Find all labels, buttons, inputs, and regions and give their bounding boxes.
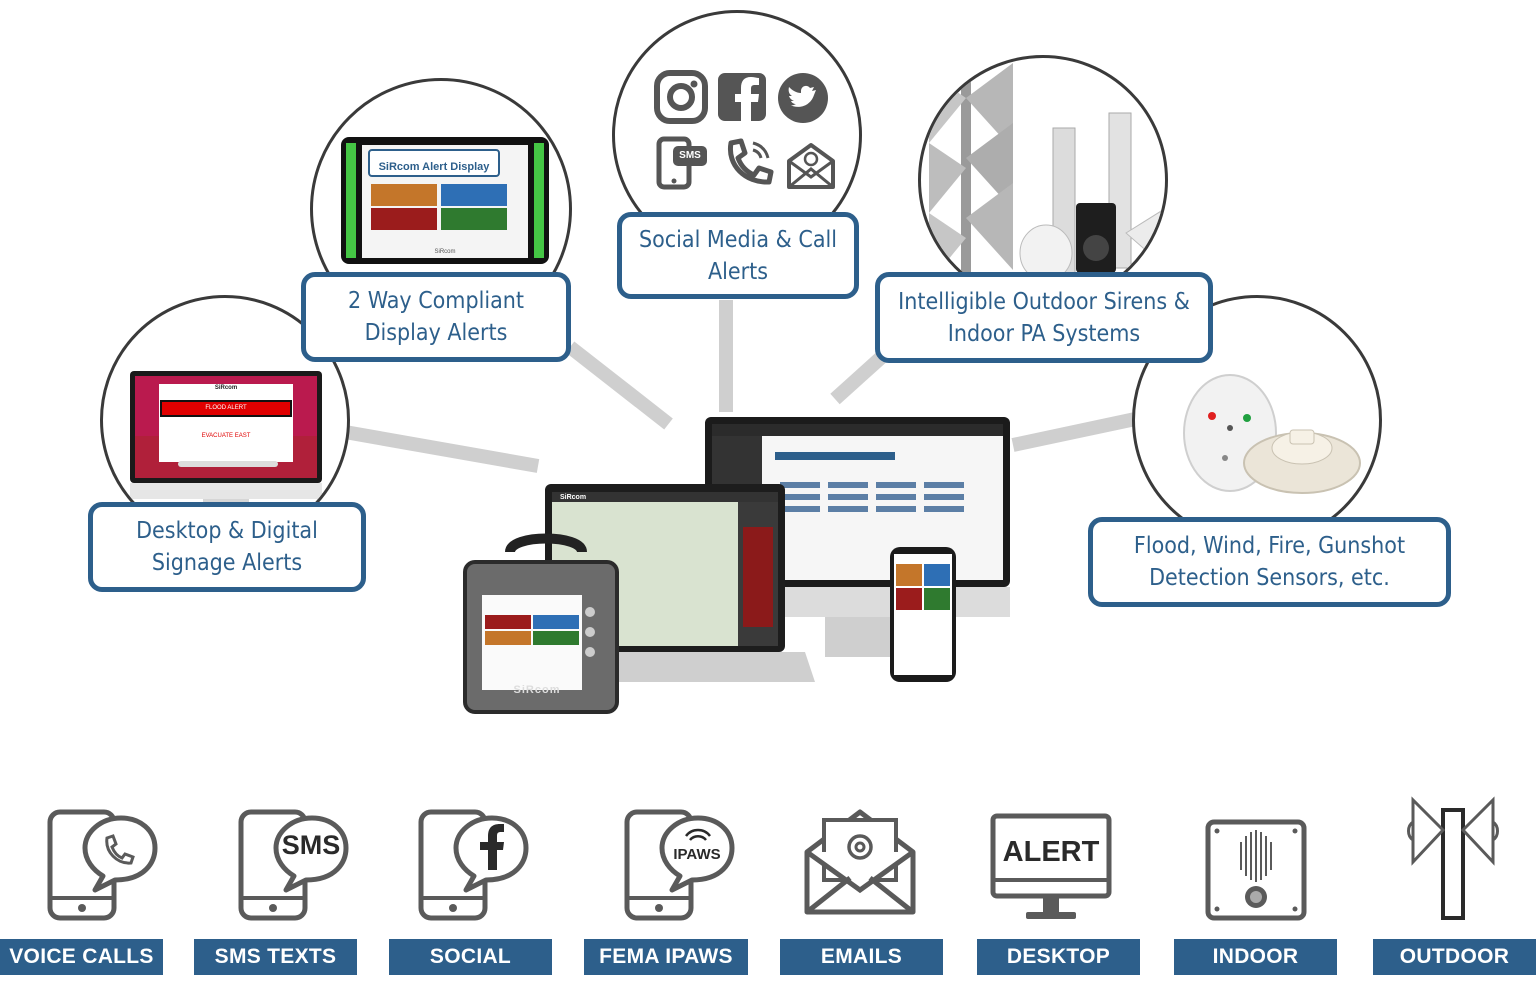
alert-display-tablet-icon [341, 137, 549, 264]
social-sms-text: SMS [679, 150, 701, 161]
detection-sensors-icon [1183, 374, 1361, 494]
sms-phone-icon [656, 136, 707, 190]
label-outdoor: OUTDOOR [1373, 939, 1536, 975]
sensors-circle [1132, 295, 1382, 545]
label-fema-ipaws: FEMA IPAWS [584, 939, 748, 975]
connector-sensors [1011, 412, 1137, 452]
twitter-icon [778, 73, 828, 123]
outdoor-siren-icon [1407, 796, 1499, 920]
laptop-brand: SiRcom [560, 494, 587, 501]
social-facebook-icon [418, 809, 529, 921]
sirens-node-label: Intelligible Outdoor Sirens &Indoor PA S… [875, 272, 1213, 363]
sirens-circle [918, 55, 1168, 305]
desktop-alert-icon-text: ALERT [1002, 836, 1100, 868]
connector-sirens [830, 352, 886, 405]
label-emails: EMAILS [780, 939, 943, 975]
voice-calls-icon [47, 809, 158, 921]
display-title: SiRcom Alert Display [378, 161, 490, 173]
sirens-speakers-icon [929, 63, 1165, 302]
desktop-brand: SiRcom [214, 385, 238, 391]
email-icon [787, 143, 835, 189]
emails-envelope-icon [804, 809, 916, 915]
facebook-icon [718, 73, 766, 121]
devices-cluster-icon [463, 417, 1010, 714]
sms-texts-icon [238, 809, 349, 921]
label-sms-texts: SMS TEXTS [194, 939, 357, 975]
instagram-icon [654, 70, 708, 124]
desktop-alert-icon [990, 813, 1112, 919]
fema-ipaws-icon [624, 809, 735, 921]
fema-ipaws-icon-text: IPAWS [673, 846, 721, 863]
tablet-brand: SiRcom [513, 684, 561, 696]
indoor-speaker-icon [1205, 819, 1307, 921]
connector-social [719, 300, 733, 412]
desktop-monitor-icon [130, 371, 322, 509]
label-voice-calls: VOICE CALLS [0, 939, 163, 975]
sms-texts-icon-text: SMS [281, 830, 341, 860]
phone-call-icon [727, 138, 774, 185]
desktop-alert: FLOOD ALERT [205, 405, 247, 411]
desktop-message: EVACUATE EAST [201, 433, 251, 439]
label-social: SOCIAL [389, 939, 552, 975]
label-desktop: DESKTOP [977, 939, 1140, 975]
display-brand: SiRcom [434, 249, 456, 255]
label-indoor: INDOOR [1174, 939, 1337, 975]
